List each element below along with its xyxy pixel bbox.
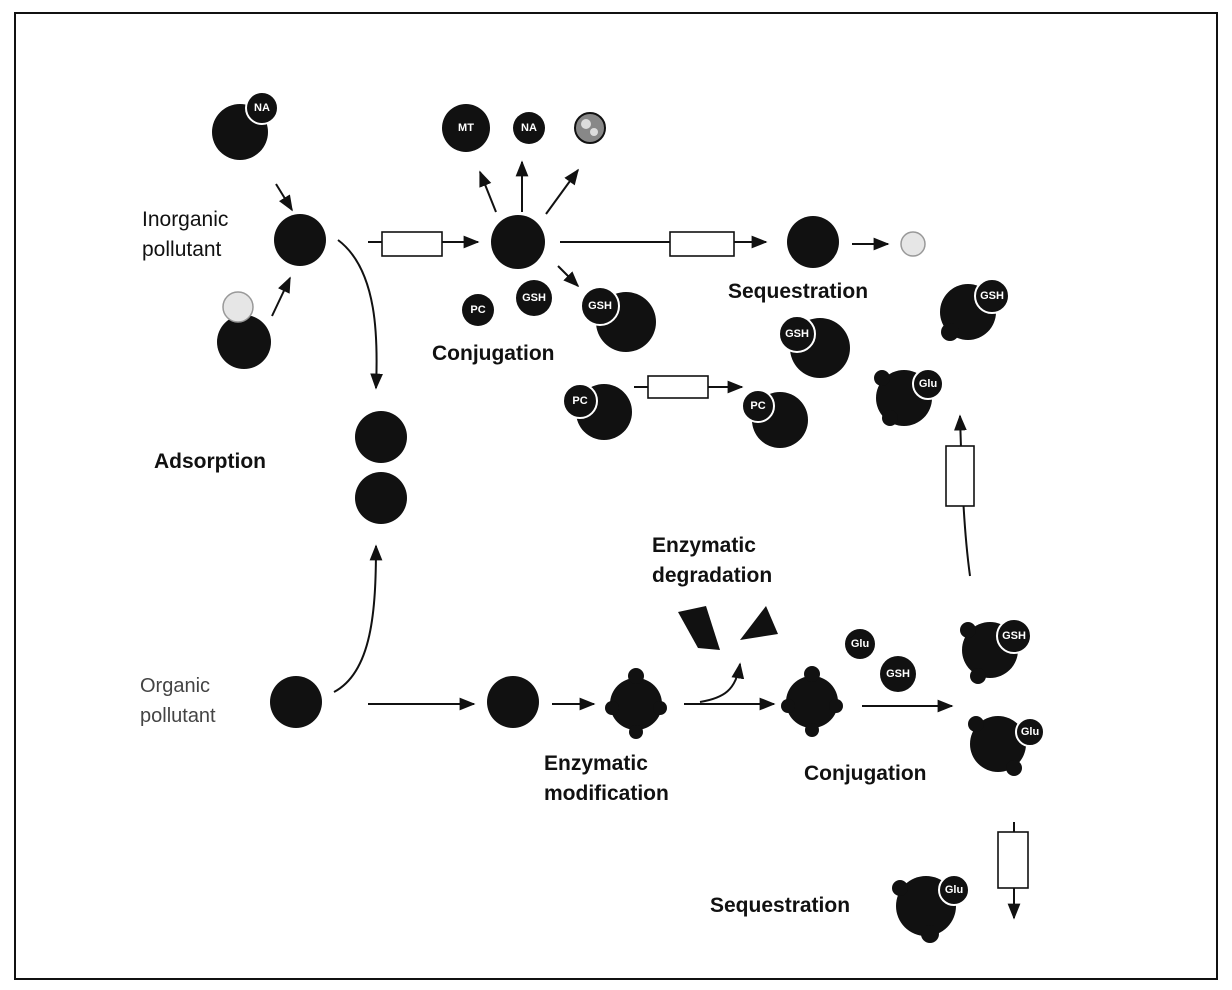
arrow-light-to-inorganic xyxy=(271,276,291,317)
organic-label-line2: pollutant xyxy=(140,705,216,727)
conjugation-substrate-molecule xyxy=(781,666,843,737)
pc-tag-2: PC xyxy=(572,395,587,407)
inorganic-label-line1: Inorganic xyxy=(142,208,228,231)
enzymatic-degradation-label-line2: degradation xyxy=(652,564,772,587)
glu-tag-2: Glu xyxy=(851,638,869,650)
sequestered-glu-conjugate: Glu xyxy=(892,874,970,943)
arrow-inorganic-to-adsorption xyxy=(337,239,383,390)
gsh-molecule: GSH xyxy=(516,280,552,316)
pc-tag: PC xyxy=(470,304,485,316)
adsorbed-molecule-1 xyxy=(355,411,407,463)
na-molecule: NA xyxy=(513,112,545,144)
glu-tag-4: Glu xyxy=(945,884,963,896)
sequestration-bottom-label: Sequestration xyxy=(710,894,850,917)
enzymatic-degradation-label-line1: Enzymatic xyxy=(652,534,756,557)
cytosol-metal-molecule xyxy=(491,215,545,269)
conjugation-top-label: Conjugation xyxy=(432,342,554,365)
arrow-to-speckled xyxy=(545,168,579,215)
glu-tag: Glu xyxy=(919,378,937,390)
mt-molecule: MT xyxy=(442,104,490,152)
conjugation-bottom-label: Conjugation xyxy=(804,762,926,785)
pc-molecule: PC xyxy=(462,294,494,326)
organic-gsh-conjugate: GSH xyxy=(960,618,1032,684)
gsh-tag-4: GSH xyxy=(980,290,1004,302)
gsh-tag: GSH xyxy=(522,292,546,304)
organic-pollutant-molecule xyxy=(270,676,322,728)
transporter-box-4 xyxy=(945,445,975,507)
arrow-to-degradation xyxy=(699,662,745,703)
diagram-frame xyxy=(14,12,1218,980)
glu-molecule: Glu xyxy=(845,629,875,659)
vacuole-gsh-molecule-2: GSH xyxy=(940,278,1010,341)
transporter-box-1 xyxy=(381,231,443,257)
gsh-tag-2: GSH xyxy=(588,300,612,312)
arrow-organic-to-adsorption xyxy=(333,544,383,693)
vacuole-gsh-molecule-1: GSH xyxy=(778,315,850,378)
mt-tag: MT xyxy=(458,122,474,134)
sequestration-top-label: Sequestration xyxy=(728,280,868,303)
inorganic-label-line2: pollutant xyxy=(142,238,222,261)
arrow-to-mt xyxy=(479,170,497,213)
transporter-box-3 xyxy=(647,375,709,399)
vacuole-metal-molecule xyxy=(787,216,839,268)
degradation-fragment-1 xyxy=(678,606,720,650)
light-dot-molecule xyxy=(900,231,926,257)
inorganic-pollutant-molecule xyxy=(274,214,326,266)
speckled-molecule xyxy=(574,112,606,144)
pc-tag-3: PC xyxy=(750,400,765,412)
gsh-tag-3: GSH xyxy=(785,328,809,340)
enzymatic-modification-label-line2: modification xyxy=(544,782,669,805)
na-tag-2: NA xyxy=(521,122,537,134)
gsh-molecule-2: GSH xyxy=(880,656,916,692)
enzymatic-modification-label-line1: Enzymatic xyxy=(544,752,648,775)
pc-conjugate-molecule: PC xyxy=(562,383,632,440)
modified-molecule xyxy=(605,668,667,739)
adsorption-label: Adsorption xyxy=(154,450,266,473)
arrow-na-to-inorganic xyxy=(275,183,293,212)
organic-glu-conjugate: Glu xyxy=(968,716,1045,776)
gsh-conjugate-molecule: GSH xyxy=(580,286,656,352)
gsh-tag-6: GSH xyxy=(1002,630,1026,642)
glu-tag-3: Glu xyxy=(1021,726,1039,738)
cytosol-organic-molecule xyxy=(487,676,539,728)
vacuole-pc-molecule: PC xyxy=(741,389,808,448)
adsorbed-molecule-2 xyxy=(355,472,407,524)
na-tag: NA xyxy=(254,102,270,114)
vacuole-glu-molecule: Glu xyxy=(874,368,944,426)
organic-label-line1: Organic xyxy=(140,675,210,697)
degradation-fragment-2 xyxy=(740,606,778,640)
na-complex-molecule: NA xyxy=(212,91,279,160)
arrow-to-gsh-conjugate xyxy=(557,265,580,288)
transporter-box-2 xyxy=(669,231,735,257)
transporter-box-5 xyxy=(997,831,1029,889)
gsh-tag-5: GSH xyxy=(886,668,910,680)
light-complex-molecule xyxy=(217,291,271,369)
